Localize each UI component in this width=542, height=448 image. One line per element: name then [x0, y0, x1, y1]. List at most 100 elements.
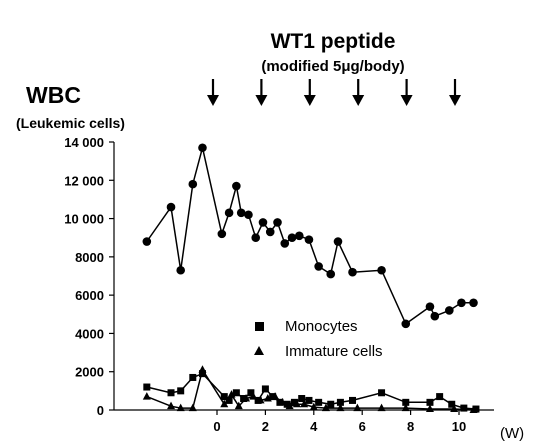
monocytes-point	[315, 398, 323, 406]
immature-cells-point	[353, 403, 362, 412]
injection-arrows	[207, 79, 461, 106]
monocytes-point	[225, 396, 233, 404]
x-tick-label: 10	[452, 419, 466, 434]
legend-label-immature-cells: Immature cells	[285, 343, 383, 360]
monocytes-point	[232, 389, 240, 397]
wbc-point	[430, 311, 440, 321]
chart-subtitle: (modified 5μg/body)	[261, 58, 404, 75]
immature-cells-point	[278, 397, 287, 406]
monocytes-point	[327, 400, 335, 408]
wbc-point	[217, 229, 227, 239]
y-tick-label: 2000	[75, 365, 104, 380]
injection-arrow-head	[255, 95, 268, 106]
monocytes-point	[426, 398, 434, 406]
y-tick-label: 10 000	[64, 212, 104, 227]
immature-cells-point	[377, 403, 386, 412]
wbc-point	[469, 298, 478, 308]
wbc-point	[314, 262, 323, 271]
immature-cells-point	[176, 403, 185, 412]
y-axis-sublabel: (Leukemic cells)	[16, 115, 125, 131]
immature-cells-point	[188, 403, 197, 412]
y-tick-label: 0	[97, 403, 104, 418]
wbc-point	[244, 210, 253, 220]
immature-cells-point	[401, 403, 410, 412]
monocytes-point	[336, 398, 344, 406]
wbc-point	[273, 218, 282, 227]
immature-cells-point	[256, 395, 265, 404]
wbc-point	[425, 302, 435, 311]
y-axis-ticks: 0 2000 4000 6000 8000 10 000 12 000 14 000	[64, 135, 114, 418]
legend-marker-triangle	[254, 346, 264, 355]
monocytes-point	[290, 398, 298, 406]
immature-cells-point	[285, 401, 294, 410]
wbc-point	[188, 179, 198, 189]
injection-arrow-head	[352, 95, 365, 106]
monocytes-point	[240, 395, 248, 403]
x-tick-label: 8	[407, 419, 414, 434]
legend: Monocytes Immature cells	[254, 318, 383, 360]
immature-cells-point	[242, 394, 251, 402]
wbc-point	[198, 143, 207, 153]
monocytes-point	[189, 373, 197, 381]
immature-cells-point	[425, 404, 434, 413]
wbc-point	[236, 208, 246, 218]
monocytes-point	[378, 389, 386, 397]
y-axis-label: WBC	[26, 82, 81, 108]
legend-marker-square	[255, 322, 264, 331]
immature-cells-point	[336, 403, 345, 412]
wbc-point	[224, 208, 234, 218]
immature-cells-point	[227, 390, 236, 398]
immature-cells-point	[271, 392, 280, 400]
wbc-point	[176, 265, 185, 275]
wbc-point	[258, 218, 268, 227]
immature-cells-point	[469, 405, 478, 413]
x-tick-label: 0	[213, 419, 220, 434]
monocytes-point	[261, 385, 269, 393]
monocytes-point	[220, 393, 228, 401]
x-tick-label: 2	[262, 419, 269, 434]
wbc-point	[280, 239, 290, 248]
y-tick-label: 14 000	[64, 135, 104, 150]
legend-label-monocytes: Monocytes	[285, 318, 358, 335]
monocytes-point	[448, 400, 456, 408]
x-axis-unit-label: (W)	[500, 425, 524, 442]
injection-arrow-head	[400, 95, 413, 106]
monocytes-point	[402, 398, 410, 406]
y-tick-label: 6000	[75, 288, 104, 303]
y-tick-label: 8000	[75, 250, 104, 265]
y-tick-label: 12 000	[64, 173, 104, 188]
monocytes-point	[298, 395, 306, 403]
immature-cells-point	[220, 399, 229, 408]
y-tick-label: 4000	[75, 326, 104, 341]
immature-cells-point	[300, 399, 309, 408]
immature-cells-point	[249, 392, 258, 400]
immature-cells-point	[234, 401, 243, 410]
wbc-point	[166, 202, 176, 212]
immature-cells-point	[167, 401, 176, 410]
monocytes-point	[247, 389, 255, 397]
immature-cells-point	[263, 394, 272, 402]
wbc-point	[326, 269, 336, 279]
x-tick-label: 6	[359, 419, 366, 434]
immature-cells-point	[142, 392, 151, 400]
chart-title: WT1 peptide	[271, 30, 396, 53]
wbc-point	[265, 227, 275, 237]
monocytes-point	[349, 396, 357, 404]
immature-cells-point	[292, 399, 301, 408]
wbc-point	[377, 265, 386, 275]
immature-cells-point	[321, 403, 330, 412]
monocytes-point	[436, 393, 444, 401]
immature-cells-point	[198, 365, 207, 373]
monocytes-point	[143, 383, 151, 391]
injection-arrow-head	[207, 95, 219, 106]
monocytes-point	[305, 396, 313, 404]
monocytes-point	[276, 398, 284, 406]
wbc-point	[251, 233, 261, 243]
monocytes-point	[254, 396, 262, 404]
wbc-point	[457, 298, 466, 308]
monocytes-point	[167, 389, 175, 397]
monocytes-point	[460, 404, 468, 412]
wbc-point	[294, 231, 304, 241]
injection-arrow-head	[449, 95, 461, 106]
